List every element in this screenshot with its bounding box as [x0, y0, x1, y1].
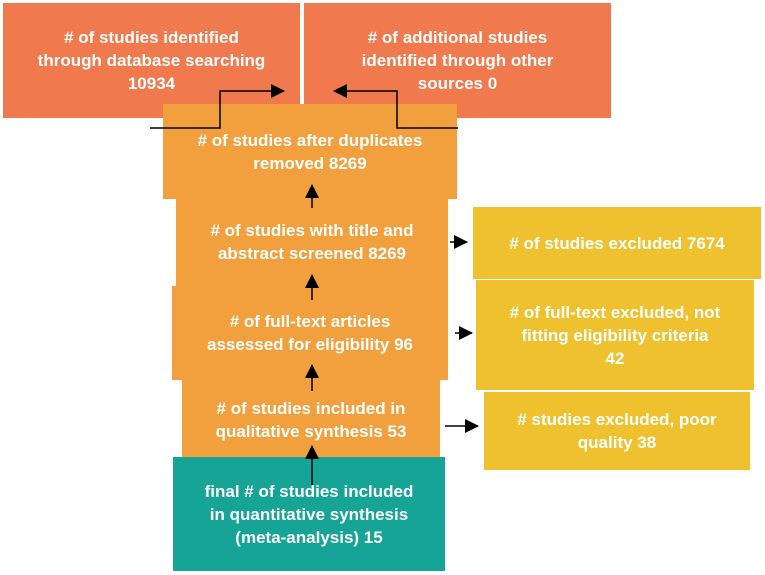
- fulltext-assessed-box: # of full-text articles assessed for eli…: [172, 286, 448, 380]
- after-duplicates-text: # of studies after duplicates removed 82…: [197, 130, 423, 173]
- fulltext-excluded-box: # of full-text excluded, not fitting eli…: [476, 280, 754, 390]
- identified-other-sources-text: # of additional studies identified throu…: [361, 28, 554, 93]
- identified-database-text: # of studies identified through database…: [37, 28, 266, 93]
- excluded-screening-text: # of studies excluded 7674: [509, 233, 725, 253]
- screened-box: # of studies with title and abstract scr…: [176, 196, 448, 288]
- quantitative-synthesis-text: final # of studies included in quantitat…: [204, 481, 414, 547]
- identified-other-sources-box: # of additional studies identified throu…: [304, 3, 611, 118]
- qualitative-synthesis-text: # of studies included in qualitative syn…: [215, 399, 407, 441]
- fulltext-assessed-text: # of full-text articles assessed for eli…: [207, 312, 413, 354]
- excluded-screening-box: # of studies excluded 7674: [473, 207, 761, 279]
- excluded-quality-box: # studies excluded, poor quality 38: [484, 392, 750, 470]
- identified-database-box: # of studies identified through database…: [3, 3, 300, 118]
- excluded-quality-text: # studies excluded, poor quality 38: [517, 410, 717, 452]
- quantitative-synthesis-box: final # of studies included in quantitat…: [173, 457, 445, 571]
- fulltext-excluded-text: # of full-text excluded, not fitting eli…: [509, 302, 721, 368]
- after-duplicates-box: # of studies after duplicates removed 82…: [163, 104, 457, 199]
- qualitative-synthesis-box: # of studies included in qualitative syn…: [182, 379, 440, 461]
- screened-text: # of studies with title and abstract scr…: [210, 221, 414, 263]
